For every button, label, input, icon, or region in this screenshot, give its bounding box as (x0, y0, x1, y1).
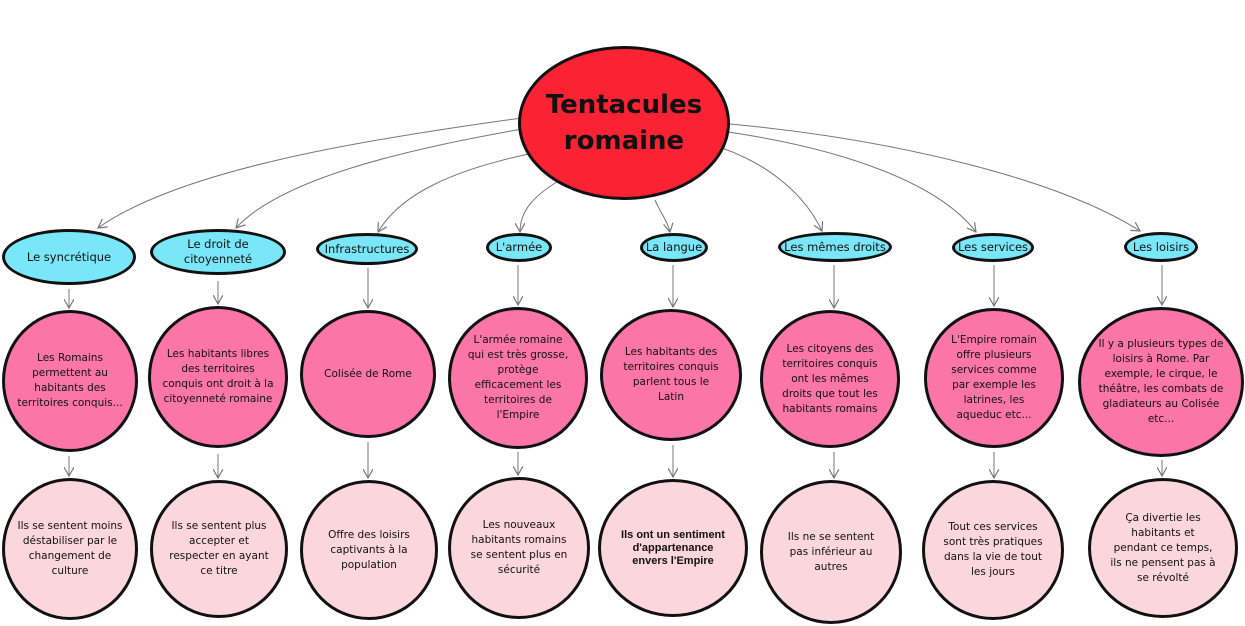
category-node-armee[interactable]: L'armée (486, 233, 552, 262)
effect-node-infrastructures[interactable]: Offre des loisirs captivants à la popula… (300, 480, 438, 620)
category-label: Les loisirs (1132, 239, 1190, 254)
effect-label: Offre des loisirs captivants à la popula… (328, 528, 410, 571)
category-label: Infrastructures (324, 241, 410, 256)
category-node-services[interactable]: Les services (952, 233, 1034, 262)
root-topic-node[interactable]: Tentacules romaine (518, 46, 730, 200)
detail-label: Les habitants des territoires conquis pa… (623, 346, 719, 403)
detail-label: L'Empire romain offre plusieurs services… (951, 334, 1037, 421)
effect-node-services[interactable]: Tout ces services sont très pratiques da… (922, 480, 1064, 620)
effect-label: Ils se sentent plus accepter et respecte… (169, 520, 269, 577)
effect-label: Tout ces services sont très pratiques da… (943, 521, 1043, 578)
category-node-droit-citoyennete[interactable]: Le droit de citoyenneté (150, 229, 286, 275)
effect-label: Ils ne se sentent pas inférieur au autre… (787, 530, 875, 573)
effect-label: Ils ont un sentiment d'appartenance enve… (621, 528, 725, 567)
effect-node-loisirs[interactable]: Ça divertie les habitants et pendant ce … (1088, 478, 1238, 618)
effect-label: Ça divertie les habitants et pendant ce … (1110, 511, 1216, 584)
detail-node-memes-droits[interactable]: Les citoyens des territoires conquis ont… (760, 310, 900, 448)
detail-node-syncretique[interactable]: Les Romains permettent au habitants des … (2, 310, 138, 452)
detail-label: Il y a plusieurs types de loisirs à Rome… (1098, 338, 1224, 425)
root-link-6 (727, 131, 976, 232)
effect-node-memes-droits[interactable]: Ils ne se sentent pas inférieur au autre… (760, 480, 902, 624)
detail-label: Les citoyens des territoires conquis ont… (782, 342, 878, 415)
detail-node-langue[interactable]: Les habitants des territoires conquis pa… (600, 309, 742, 441)
effect-label: Les nouveaux habitants romains se senten… (470, 519, 568, 576)
root-link-1 (236, 127, 529, 228)
category-label: L'armée (495, 240, 543, 254)
category-label: Le syncrétique (26, 249, 112, 264)
detail-label: Les Romains permettent au habitants des … (17, 352, 123, 409)
root-link-2 (378, 151, 539, 232)
category-node-syncretique[interactable]: Le syncrétique (2, 229, 136, 285)
root-link-4 (654, 199, 670, 232)
root-topic-label: Tentacules romaine (545, 90, 703, 156)
detail-label: Les habitants libres des territoires con… (162, 348, 274, 405)
detail-node-infrastructures[interactable]: Colisée de Rome (300, 310, 436, 438)
root-link-5 (721, 147, 822, 231)
root-link-3 (520, 179, 561, 232)
category-node-loisirs[interactable]: Les loisirs (1124, 232, 1198, 262)
effect-node-droit-citoyennete[interactable]: Ils se sentent plus accepter et respecte… (150, 480, 288, 618)
category-node-langue[interactable]: La langue (640, 233, 708, 262)
detail-label: L'armée romaine qui est très grosse, pro… (467, 334, 569, 421)
category-label: Le droit de citoyenneté (183, 237, 253, 266)
effect-node-syncretique[interactable]: Ils se sentent moins déstabiliser par le… (2, 478, 138, 620)
effect-node-langue[interactable]: Ils ont un sentiment d'appartenance enve… (598, 479, 748, 617)
detail-node-loisirs[interactable]: Il y a plusieurs types de loisirs à Rome… (1078, 307, 1244, 457)
category-label: Les mêmes droits (784, 239, 886, 254)
detail-node-droit-citoyennete[interactable]: Les habitants libres des territoires con… (148, 306, 288, 448)
category-node-memes-droits[interactable]: Les mêmes droits (778, 232, 892, 262)
detail-node-services[interactable]: L'Empire romain offre plusieurs services… (924, 308, 1064, 448)
detail-node-armee[interactable]: L'armée romaine qui est très grosse, pro… (448, 307, 588, 449)
category-node-infrastructures[interactable]: Infrastructures (316, 233, 418, 265)
effect-node-armee[interactable]: Les nouveaux habitants romains se senten… (448, 477, 590, 619)
root-link-7 (729, 123, 1140, 231)
detail-label: Colisée de Rome (324, 367, 412, 380)
category-label: La langue (645, 240, 703, 254)
effect-label: Ils se sentent moins déstabiliser par le… (17, 520, 123, 577)
category-label: Les services (957, 240, 1029, 254)
root-link-0 (98, 117, 523, 228)
